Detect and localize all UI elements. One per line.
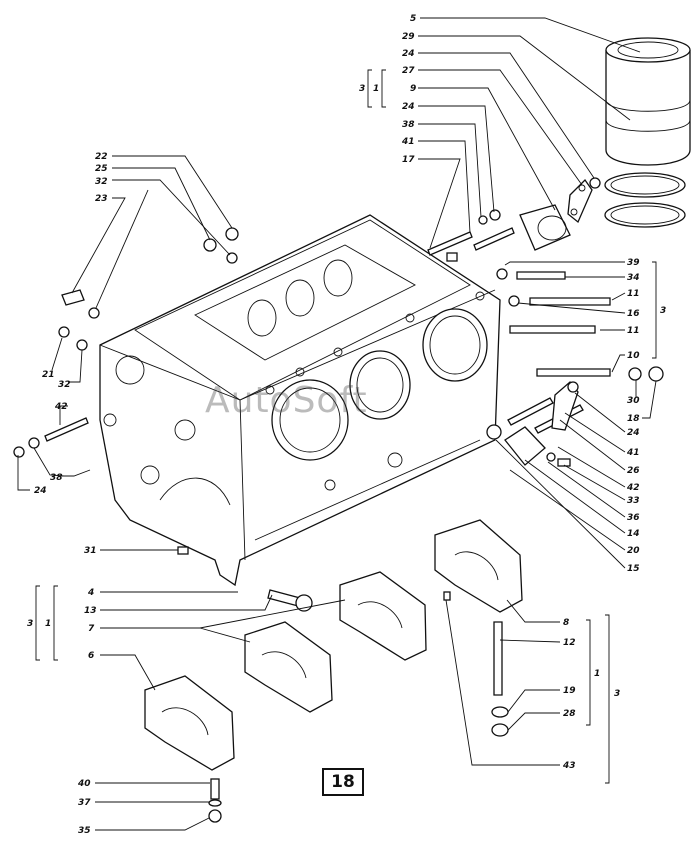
callout-24: 24 bbox=[402, 49, 415, 59]
cylinder-liner bbox=[605, 37, 691, 166]
callout-25: 25 bbox=[95, 164, 108, 174]
callout-33: 33 bbox=[627, 496, 640, 506]
callout-24b: 24 bbox=[402, 102, 415, 112]
callout-38: 38 bbox=[402, 120, 415, 130]
page-number-badge: 18 bbox=[322, 768, 364, 796]
callout-36: 36 bbox=[627, 513, 640, 523]
callout-31: 31 bbox=[84, 546, 97, 556]
group-label-3-left: 3 bbox=[27, 619, 33, 629]
group-label-1-right: 1 bbox=[594, 669, 600, 679]
callout-8: 8 bbox=[563, 618, 569, 628]
callout-37: 37 bbox=[78, 798, 91, 808]
callout-22: 22 bbox=[95, 152, 108, 162]
studs-top bbox=[427, 209, 515, 262]
group-label-3-right: 3 bbox=[660, 306, 666, 316]
callout-28: 28 bbox=[563, 709, 576, 719]
callout-10: 10 bbox=[627, 351, 640, 361]
group-label-1-left: 1 bbox=[45, 619, 51, 629]
callout-13: 13 bbox=[84, 606, 97, 616]
main-bearing-caps bbox=[144, 519, 523, 771]
callout-42: 42 bbox=[54, 402, 68, 412]
callout-39: 39 bbox=[627, 258, 640, 268]
callout-16: 16 bbox=[627, 309, 640, 319]
callout-32b: 32 bbox=[58, 380, 71, 390]
callout-30: 30 bbox=[627, 396, 640, 406]
small-plate bbox=[567, 178, 593, 224]
nut bbox=[589, 177, 601, 189]
callout-42b: 42 bbox=[626, 483, 640, 493]
callout-23: 23 bbox=[95, 194, 108, 204]
cylinder-block bbox=[99, 214, 501, 587]
callout-20: 20 bbox=[627, 546, 640, 556]
callout-40: 40 bbox=[77, 779, 91, 789]
callout-5: 5 bbox=[410, 14, 416, 24]
left-fittings bbox=[13, 227, 239, 458]
callout-11: 11 bbox=[627, 289, 640, 299]
callout-34: 34 bbox=[627, 273, 640, 283]
callout-24d: 24 bbox=[627, 428, 640, 438]
group-label-1-top: 1 bbox=[373, 84, 379, 94]
callout-24c: 24 bbox=[34, 486, 47, 496]
callout-7: 7 bbox=[88, 624, 95, 634]
group-brackets bbox=[35, 69, 657, 784]
liner-seal-rings bbox=[604, 172, 686, 228]
callout-4: 4 bbox=[87, 588, 94, 598]
callout-27: 27 bbox=[402, 66, 415, 76]
right-bolts bbox=[486, 268, 664, 467]
callout-29: 29 bbox=[402, 32, 415, 42]
callout-43: 43 bbox=[562, 761, 576, 771]
callout-labels: 5 29 24 27 9 24 38 41 17 22 25 32 23 21 … bbox=[27, 14, 666, 836]
callout-32: 32 bbox=[95, 177, 108, 187]
callout-26: 26 bbox=[627, 466, 640, 476]
callout-41: 41 bbox=[401, 137, 415, 147]
callout-12: 12 bbox=[563, 638, 576, 648]
misc-small-parts bbox=[177, 546, 509, 823]
group-label-3-top: 3 bbox=[359, 84, 365, 94]
callout-38b: 38 bbox=[50, 473, 63, 483]
callout-19: 19 bbox=[563, 686, 576, 696]
group-label-3-lower-right: 3 bbox=[614, 689, 620, 699]
callout-9: 9 bbox=[410, 84, 416, 94]
callout-17: 17 bbox=[402, 155, 415, 165]
leader-lines bbox=[17, 17, 657, 831]
callout-18: 18 bbox=[627, 414, 640, 424]
callout-41b: 41 bbox=[626, 448, 640, 458]
callout-21: 21 bbox=[42, 370, 55, 380]
callout-15: 15 bbox=[627, 564, 640, 574]
bushing bbox=[519, 204, 571, 251]
callout-6: 6 bbox=[88, 651, 94, 661]
callout-11b: 11 bbox=[627, 326, 640, 336]
callout-35: 35 bbox=[78, 826, 91, 836]
callout-14: 14 bbox=[627, 529, 640, 539]
